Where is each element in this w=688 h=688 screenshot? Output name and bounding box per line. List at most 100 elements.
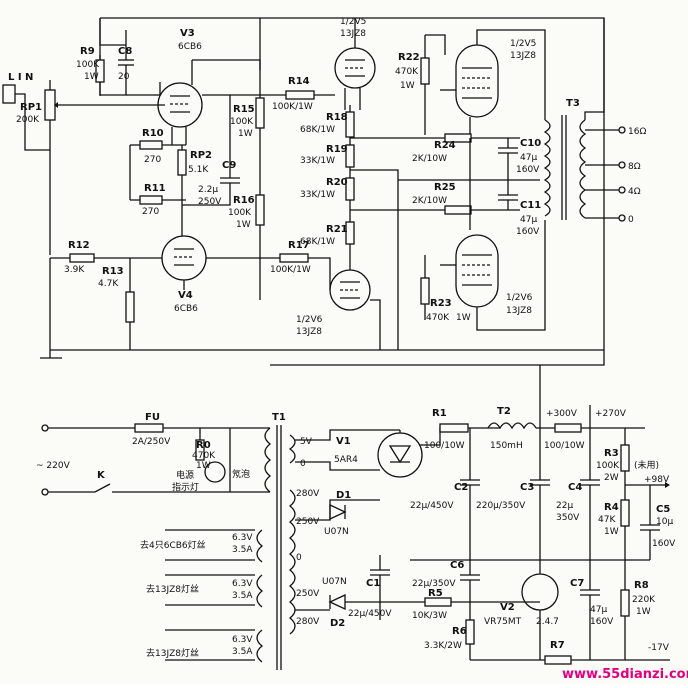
rp1-ref: RP1 [20,102,42,113]
spare-label: (未用) [634,459,659,471]
r12-ref: R12 [68,240,90,251]
r19-ref: R19 [326,144,348,155]
r16-value: 100K [228,208,252,218]
v5b-ref: 1/2V5 [510,39,536,49]
r17-ref: R17 [288,240,310,251]
v4-ref: V4 [178,290,193,301]
winding-250a: 250V [296,517,320,527]
rp1-pot [44,80,165,150]
r8-ref: R8 [634,580,649,591]
c11-volt: 160V [516,227,540,237]
r3-ref: R3 [604,448,619,459]
r6-value: 3.3K/2W [424,641,462,651]
v3-ref: V3 [180,28,195,39]
r23-value: 470K [426,313,450,323]
t1-ref: T1 [272,412,286,423]
v2-type: VR75MT [484,617,522,627]
r17-value: 100K/1W [270,265,311,275]
v3-type: 6CB6 [178,42,202,52]
t2-value: 150mH [490,441,523,451]
r0-value: 470K [192,451,216,461]
r22-r23 [420,34,446,320]
r11-ref: R11 [144,183,166,194]
b300-label: +300V [546,409,578,419]
v5a-type: 13JZ8 [340,29,366,39]
d1-ref: D1 [336,490,351,501]
r4-ref: R4 [604,502,619,513]
tap-16: 16Ω [628,127,646,137]
r19-value: 33K/1W [300,156,335,166]
d2-type: U07N [322,577,347,587]
cathode-bypass [398,133,540,230]
ground-symbol [40,350,62,359]
c1-ref: C1 [366,578,380,589]
watermark-text: www.55dianzi.com [562,667,688,682]
heater-2-label: 去13JZ8灯丝 [146,583,199,595]
hv-caps [410,428,650,561]
heater-2-volt: 6.3V [232,579,253,589]
bias-supply [380,560,670,665]
winding-0b: 0 [296,553,302,563]
heater-2-amp: 3.5A [232,591,253,601]
k-ref: K [97,470,106,481]
r23-watt: 1W [456,313,471,323]
c5-ref: C5 [656,504,670,515]
v4-type: 6CB6 [174,304,198,314]
r15-ref: R15 [233,104,255,115]
input-jack [2,84,51,255]
power-lamp-label: 电源 [176,469,194,481]
c5-value: 10μ [656,517,673,527]
heater-1-amp: 3.5A [232,545,253,555]
v6b-type: 13JZ8 [506,306,532,316]
r22-value: 470K [395,67,419,77]
d2-ref: D2 [330,618,345,629]
heater-3-volt: 6.3V [232,635,253,645]
r8-value: 220K [632,595,656,605]
v5a-ref: 1/2V5 [340,17,366,27]
neon-label: 氖泡 [232,468,250,480]
c3-ref: C3 [520,482,534,493]
r20-value: 33K/1W [300,190,335,200]
r0-ref: R0 [196,440,211,451]
r9-watt: 1W [84,72,99,82]
heater-3-label: 去13JZ8灯丝 [146,647,199,659]
heater-3-amp: 3.5A [232,647,253,657]
mains-label: ~ 220V [36,461,71,471]
v6a-type: 13JZ8 [296,327,322,337]
d1-type: U07N [324,527,349,537]
c11-value: 47μ [520,215,537,225]
winding-250b: 250V [296,589,320,599]
r10-value: 270 [144,155,161,165]
c7-ref: C7 [570,578,584,589]
tap-4: 4Ω [628,187,641,197]
r18-ref: R18 [326,112,348,123]
r7-ref: R7 [550,640,565,651]
power-supply-section [41,365,670,670]
rp2-ref: RP2 [190,150,212,161]
r3-watt: 2W [604,473,619,483]
r13-ref: R13 [102,266,124,277]
tap-8: 8Ω [628,162,641,172]
fu-value: 2A/250V [132,437,171,447]
v2-pins: 2.4.7 [536,617,559,627]
r22-watt: 1W [400,81,415,91]
input-label: L I N [8,72,33,83]
r8-watt: 1W [636,607,651,617]
r0-watt: 1W [196,461,211,471]
r25-value: 2K/10W [412,196,447,206]
r25-ref: R25 [434,182,456,193]
t3-transformer [543,18,626,222]
r10-ref: R10 [142,128,164,139]
b270-label: +270V [595,409,627,419]
c5-volt: 160V [652,539,676,549]
r3-value: 100K [596,461,620,471]
c1-cap [370,555,390,620]
c9-volt: 250V [198,197,222,207]
r24-ref: R24 [434,140,456,151]
v6a-ref: 1/2V6 [296,315,323,325]
r2-value: 100/10W [544,441,585,451]
r16-ref: R16 [233,195,255,206]
c7-volt: 160V [590,617,614,627]
v5b-tube [440,29,546,138]
